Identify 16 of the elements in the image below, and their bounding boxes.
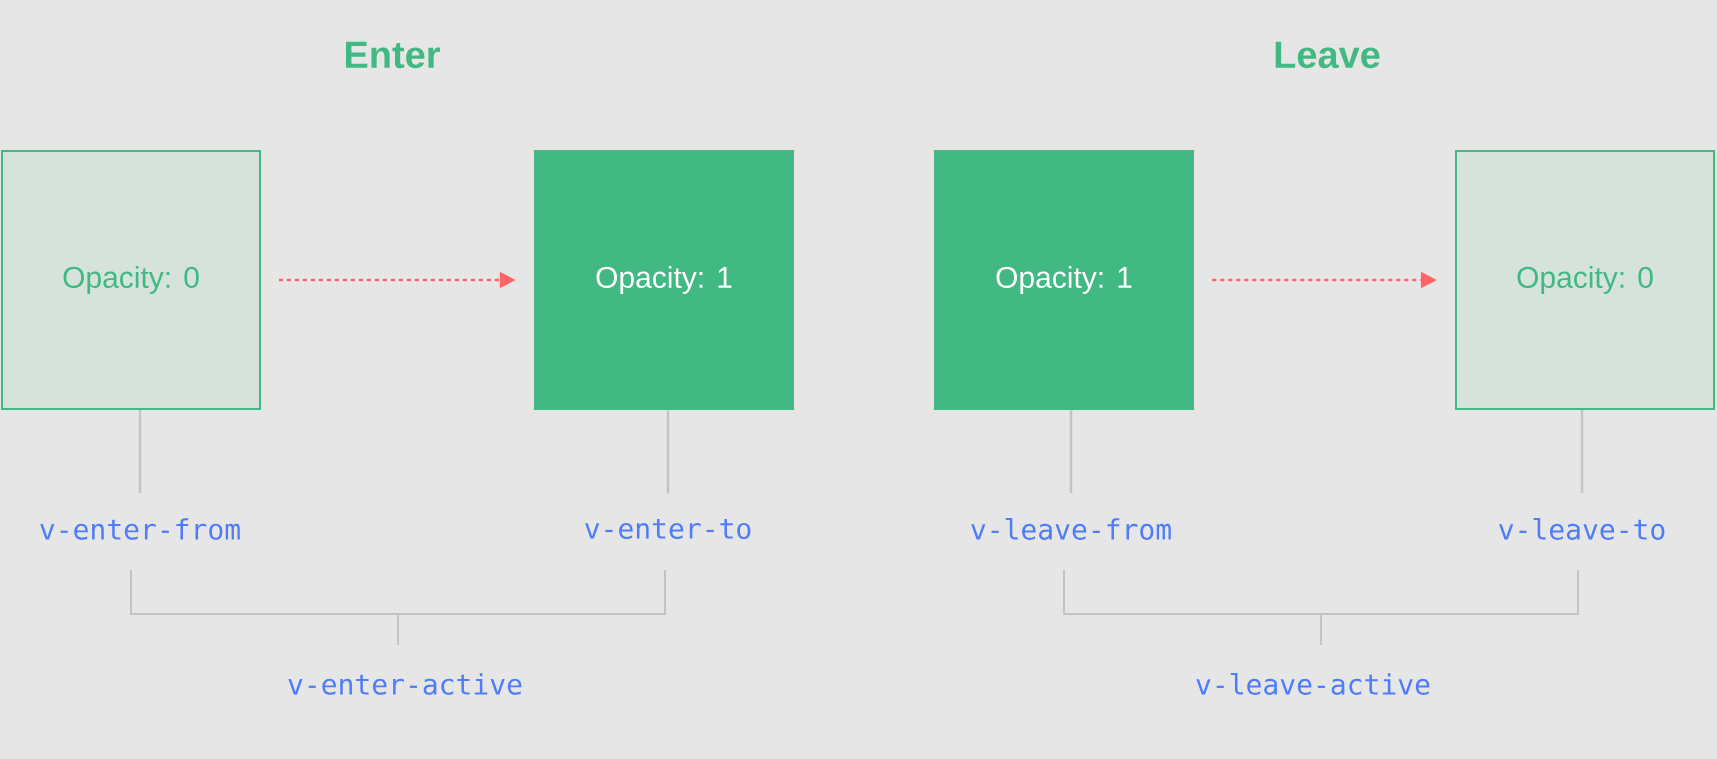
leader-line [1580,410,1584,493]
square-box: Opacity: 1 [934,150,1194,410]
class-name: v-leave-active [1196,673,1430,695]
square-box: Opacity: 0 [1,150,261,410]
leader-line [138,410,142,493]
square-box: Opacity: 0 [1455,150,1715,410]
heading: Leave [1275,41,1380,69]
heading: Enter [346,41,440,69]
class-name: v-enter-from [40,518,240,540]
leader-line [1069,410,1073,493]
class-name: v-leave-from [971,518,1171,540]
class-name: v-leave-to [1499,518,1665,540]
leader-line [666,410,670,494]
class-name: v-enter-to [585,518,751,539]
square-box: Opacity: 1 [534,150,794,410]
class-name: v-enter-active [288,673,522,695]
